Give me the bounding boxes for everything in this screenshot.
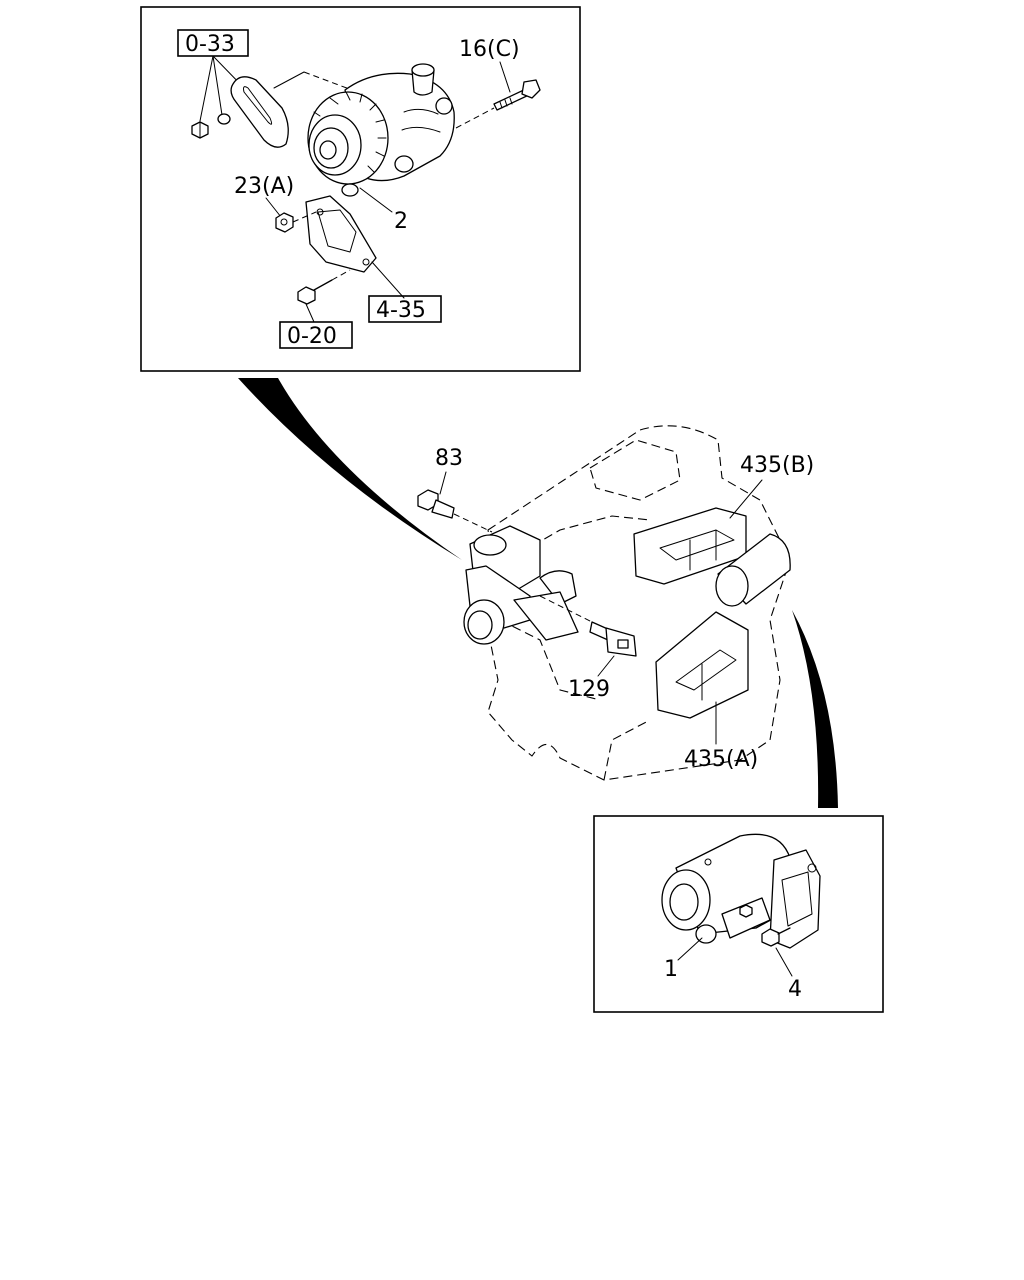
engine-block-view: 83 129 435(B) [417, 425, 814, 781]
ref-box-4-35: 4-35 [368, 295, 442, 323]
leader-1 [677, 937, 703, 961]
arrow-to-starter-detail [792, 610, 838, 808]
part-label-1: 1 [664, 957, 678, 982]
alternator-detail-panel: 0-33 [140, 6, 581, 372]
mounting-bracket-4-35 [292, 195, 377, 273]
leader-2 [359, 187, 393, 213]
bolt-4 [761, 927, 791, 947]
starter-detail-panel: 4 1 [593, 815, 884, 1013]
bolt-lower [297, 269, 351, 305]
washer-upper [217, 113, 231, 125]
sensor-83 [417, 489, 493, 533]
arrow-to-alternator-location [238, 378, 462, 560]
engine-block-outline [487, 425, 791, 781]
leader-4 [775, 947, 793, 977]
bolt-small-upper [191, 121, 209, 139]
starter-location [715, 533, 791, 607]
nut-23a [275, 212, 294, 233]
part-label-2: 2 [394, 209, 408, 234]
part-label-435b: 435(B) [740, 453, 814, 478]
ref-label-4-35: 4-35 [376, 298, 426, 323]
alternator [307, 63, 495, 197]
leader-0-20 [305, 303, 315, 323]
starter-detail-frame [593, 815, 884, 1013]
leader-23a [265, 197, 282, 218]
sensor-129 [539, 595, 637, 657]
part-label-23a: 23(A) [234, 174, 294, 199]
part-label-435a: 435(A) [684, 747, 758, 772]
part-label-4: 4 [788, 977, 802, 1002]
part-label-16c: 16(C) [459, 37, 520, 62]
leader-83 [439, 471, 447, 495]
part-label-83: 83 [435, 446, 463, 471]
part-label-129: 129 [568, 677, 610, 702]
leader-4-35 [371, 261, 405, 299]
alternator-detail-frame [140, 6, 581, 372]
engine-mount-435a [655, 611, 749, 719]
adjusting-bracket [230, 71, 353, 148]
ref-box-0-33: 0-33 [177, 29, 249, 122]
ref-label-0-20: 0-20 [287, 324, 337, 349]
leader-129 [597, 655, 615, 677]
leader-435b [729, 479, 763, 519]
bolt-16c [493, 61, 541, 111]
starter-motor [661, 833, 821, 949]
ref-box-0-20: 0-20 [279, 321, 353, 349]
ref-label-0-33: 0-33 [185, 32, 235, 57]
thermostat-housing [463, 525, 579, 645]
